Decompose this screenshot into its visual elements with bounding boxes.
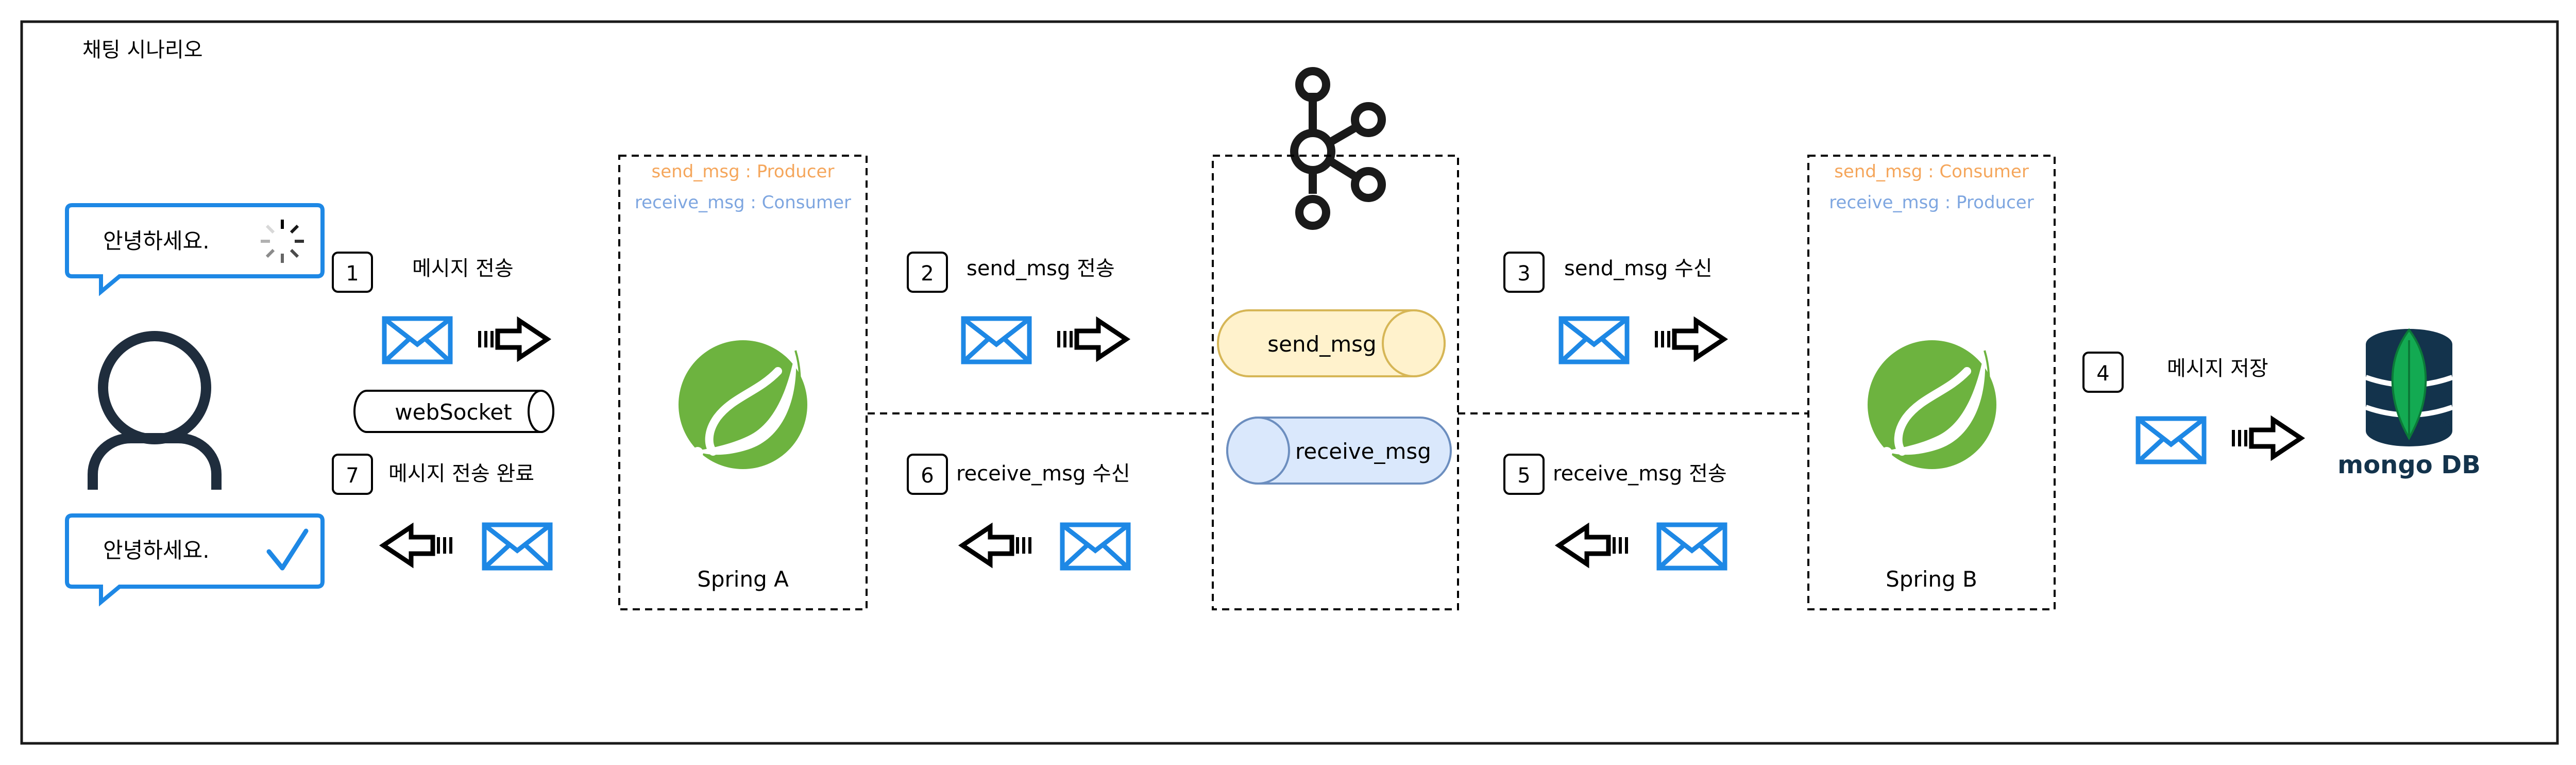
step-label-5: receive_msg 전송 [1553, 462, 1727, 486]
step-number-5: 5 [1517, 464, 1530, 488]
arrow-right-icon [1057, 321, 1126, 358]
spring-a-name: Spring A [697, 567, 789, 592]
chat-bubble-sending: 안녕하세요. [65, 203, 325, 296]
mongodb-icon: mongo DB [2337, 328, 2481, 479]
arrow-left-icon [383, 527, 452, 564]
spring-a-role-receive: receive_msg : Consumer [635, 192, 851, 213]
step-number-1: 1 [346, 262, 359, 286]
spring-b-role-send: send_msg : Consumer [1834, 161, 2029, 182]
db-label: mongo DB [2337, 451, 2481, 479]
kafka-icon [1290, 67, 1386, 230]
bubble-message-sent: 안녕하세요. [103, 538, 210, 563]
bubble-message-sending: 안녕하세요. [103, 228, 210, 254]
arrow-right-icon [1655, 321, 1724, 358]
scenario-frame [20, 20, 2559, 745]
step-badge-2 [907, 252, 948, 293]
spring-a-box: send_msg : Producer receive_msg : Consum… [618, 155, 868, 610]
step-number-7: 7 [346, 464, 359, 488]
step-label-3: send_msg 수신 [1564, 257, 1713, 280]
step-badge-5 [1503, 454, 1545, 495]
spring-a-role-send: send_msg : Producer [652, 161, 835, 182]
spring-leaf-icon [1868, 340, 1996, 469]
topic-receive-msg: receive_msg [1226, 417, 1452, 485]
topic-send-label: send_msg [1267, 331, 1376, 357]
step-label-6: receive_msg 수신 [956, 462, 1130, 486]
spring-b-role-receive: receive_msg : Producer [1829, 192, 2033, 213]
scenario-title: 채팅 시나리오 [82, 38, 203, 62]
step-badge-1 [332, 252, 373, 293]
checkmark-icon [266, 528, 309, 571]
arrow-left-icon [962, 527, 1031, 564]
websocket-label: webSocket [395, 400, 512, 425]
step-number-6: 6 [921, 464, 934, 488]
arrow-right-icon [478, 321, 547, 358]
user-icon [88, 331, 222, 490]
step-number-4: 4 [2096, 362, 2109, 386]
spinner-icon [261, 220, 304, 263]
step-number-3: 3 [1517, 262, 1530, 286]
step-label-7: 메시지 전송 완료 [388, 462, 534, 486]
websocket-pipe: webSocket [353, 390, 554, 433]
topic-send-msg: send_msg [1217, 309, 1446, 377]
step-badge-6 [907, 454, 948, 495]
envelope-icon [484, 525, 550, 568]
arrow-left-icon [1559, 527, 1628, 564]
envelope-icon [1659, 525, 1725, 568]
spring-leaf-icon [679, 340, 807, 469]
topic-receive-label: receive_msg [1295, 439, 1431, 464]
step-badge-7 [332, 454, 373, 495]
chat-bubble-sent: 안녕하세요. [65, 513, 325, 607]
kafka-box: send_msg receive_msg [1212, 155, 1459, 610]
step-label-1: 메시지 전송 [412, 257, 514, 280]
envelope-icon [1062, 525, 1128, 568]
step-badge-4 [2082, 352, 2124, 393]
envelope-icon [1561, 319, 1627, 362]
arrow-right-icon [2232, 420, 2301, 457]
envelope-icon [963, 319, 1029, 362]
step-badge-3 [1503, 252, 1545, 293]
spring-b-box: send_msg : Consumer receive_msg : Produc… [1807, 155, 2056, 610]
step-label-2: send_msg 전송 [967, 257, 1115, 280]
envelope-icon [2138, 419, 2204, 462]
envelope-icon [384, 319, 450, 362]
step-label-4: 메시지 저장 [2167, 357, 2268, 380]
spring-b-name: Spring B [1886, 567, 1977, 592]
step-number-2: 2 [921, 262, 934, 286]
